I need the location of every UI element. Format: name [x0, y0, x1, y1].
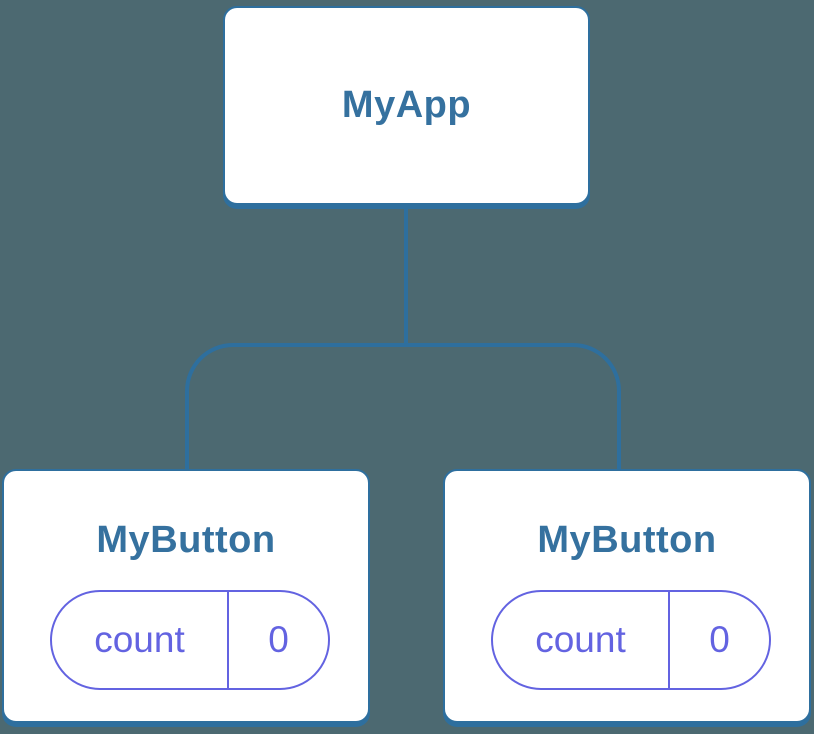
component-node-myapp: MyApp [223, 6, 590, 205]
state-key-cell: count [52, 592, 229, 688]
state-key-label: count [535, 619, 626, 660]
connector-stem [404, 204, 408, 346]
state-pill-1: count 0 [50, 590, 330, 690]
state-key-label: count [94, 619, 185, 660]
state-pill-2: count 0 [491, 590, 771, 690]
state-value-label: 0 [709, 619, 730, 660]
node-label-mybutton-2: MyButton [537, 519, 717, 561]
connector-bracket [185, 343, 621, 469]
state-value-label: 0 [268, 619, 289, 660]
state-value-cell: 0 [670, 592, 769, 688]
state-value-cell: 0 [229, 592, 328, 688]
node-label-mybutton-1: MyButton [96, 519, 276, 561]
component-node-mybutton-1: MyButton count 0 [2, 469, 370, 723]
state-key-cell: count [493, 592, 670, 688]
component-node-mybutton-2: MyButton count 0 [443, 469, 811, 723]
node-label-myapp: MyApp [341, 84, 472, 126]
